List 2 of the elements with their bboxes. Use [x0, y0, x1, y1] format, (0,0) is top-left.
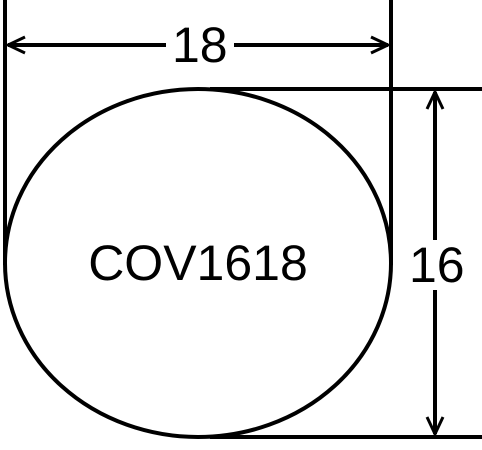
part-label: COV1618: [87, 235, 309, 291]
ellipse-outline: [3, 87, 393, 439]
